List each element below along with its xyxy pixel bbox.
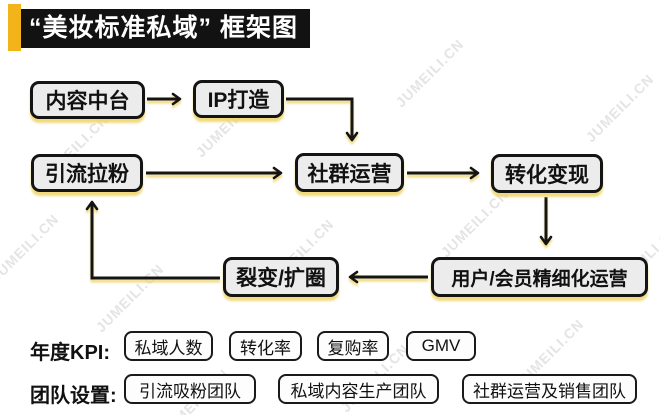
watermark: JUMEILI.CN [392, 35, 467, 111]
page-title: “美妆标准私域” 框架图 [21, 9, 310, 48]
team-chip: 私域内容生产团队 [278, 374, 439, 404]
node-fission-expansion: 裂变/扩圈 [223, 257, 339, 297]
title-accent-bar [8, 4, 21, 51]
watermark: JUMEILI.CN [92, 260, 167, 336]
team-chip: 社群运营及销售团队 [462, 374, 637, 404]
kpi-chip: GMV [406, 331, 476, 361]
node-user-refined-operation: 用户/会员精细化运营 [431, 257, 648, 297]
node-conversion-monetization: 转化变现 [491, 154, 603, 193]
node-community-operation: 社群运营 [295, 153, 404, 192]
arrow-ip-to-community [286, 97, 359, 142]
team-chips: 引流吸粉团队 私域内容生产团队 社群运营及销售团队 [0, 374, 660, 406]
kpi-label: 年度KPI: [30, 342, 110, 364]
kpi-chip: 复购率 [317, 331, 389, 361]
node-content-hub: 内容中台 [30, 81, 145, 119]
kpi-chip: 私域人数 [124, 331, 213, 361]
teams-row: 团队设置: [30, 379, 117, 408]
watermark: JUMEILI.CN [0, 210, 62, 286]
kpi-chip: 转化率 [229, 331, 302, 361]
node-ip-building: IP打造 [193, 80, 284, 118]
watermark: JUMEILI.CN [437, 185, 512, 261]
node-traffic-acquisition: 引流拉粉 [31, 154, 143, 192]
watermark: JUMEILI.CN [582, 70, 657, 146]
kpi-chips: 私域人数 转化率 复购率 GMV [0, 331, 660, 363]
team-chip: 引流吸粉团队 [124, 374, 256, 404]
kpi-row: 年度KPI: [30, 336, 110, 365]
teams-label: 团队设置: [30, 385, 117, 407]
arrow-fission-to-traffic [85, 200, 220, 280]
